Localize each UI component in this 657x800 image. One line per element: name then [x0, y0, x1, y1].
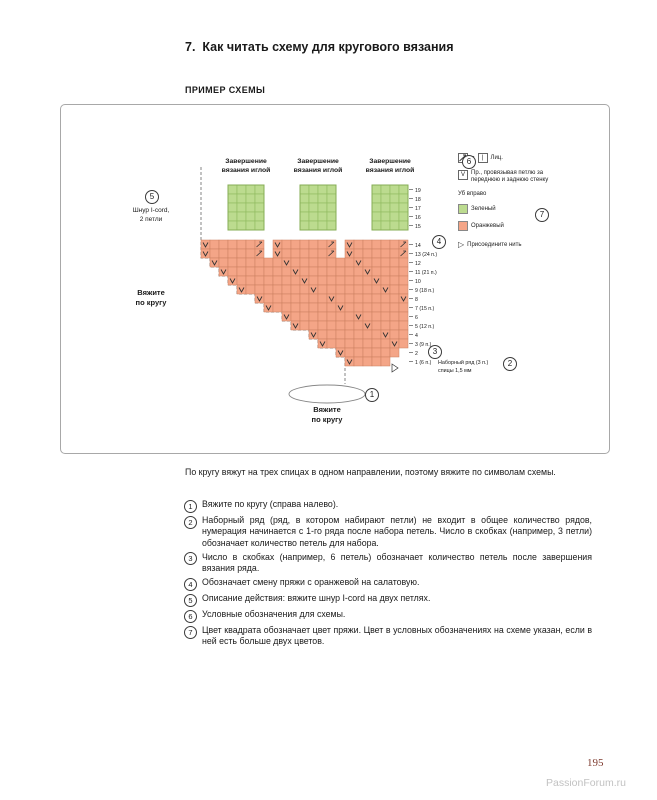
legend-green-label: Зеленый [471, 205, 496, 212]
marker-3: 3 [428, 345, 442, 359]
svg-text:спицы 1,5 мм: спицы 1,5 мм [438, 368, 472, 374]
svg-text:4: 4 [415, 333, 418, 339]
note-text: Число в скобках (например, 6 петель) обо… [202, 551, 592, 574]
green-color-swatch [458, 203, 468, 214]
note-item: 2 Наборный ряд (ряд, в котором набирают п… [184, 515, 592, 549]
svg-text:8: 8 [415, 297, 418, 303]
svg-text:18: 18 [415, 197, 421, 203]
legend-decrease-label: Уб вправо [458, 190, 487, 197]
note-number: 1 [184, 499, 197, 513]
legend-decrease-row: Уб вправо [458, 154, 606, 197]
svg-text:6: 6 [415, 315, 418, 321]
svg-text:вязания иглой: вязания иглой [294, 166, 343, 174]
increase-symbol-icon: V [458, 170, 468, 180]
knit-bar-icon: | [477, 153, 488, 163]
svg-text:13 (24 п.): 13 (24 п.) [415, 252, 437, 258]
marker-4: 4 [432, 235, 446, 249]
page-title: 7. Как читать схему для кругового вязани… [185, 40, 454, 54]
note-item: 1 Вяжите по кругу (справа налево). [184, 499, 592, 513]
watermark: PassionForum.ru [546, 777, 626, 789]
svg-text:5 (12 п.): 5 (12 п.) [415, 324, 435, 330]
marker-2: 2 [503, 357, 517, 371]
note-item: 3 Число в скобках (например, 6 петель) об… [184, 552, 592, 575]
legend-increase-row: V Пр., провязывая петлю за переднюю и за… [458, 170, 606, 184]
svg-text:Наборный ряд (3 п.): Наборный ряд (3 п.) [438, 359, 489, 366]
svg-text:12: 12 [415, 261, 421, 267]
svg-text:17: 17 [415, 206, 421, 212]
join-yarn-icon: ▷ [458, 239, 465, 249]
orange-color-swatch [458, 220, 468, 231]
note-text: Наборный ряд (ряд, в котором набирают пе… [202, 515, 592, 548]
svg-text:вязания иглой: вязания иглой [366, 166, 415, 174]
note-text: Обозначает смену пряжи с оранжевой на са… [202, 577, 420, 588]
legend-knit-label: Лиц. [490, 155, 503, 161]
svg-text:15: 15 [415, 224, 421, 230]
svg-text:Завершение: Завершение [225, 158, 267, 165]
svg-text:9 (18 п.): 9 (18 п.) [415, 288, 435, 294]
notes-list: 1 Вяжите по кругу (справа налево). 2 Набор… [184, 499, 592, 650]
note-number: 4 [184, 577, 197, 591]
note-number: 5 [184, 593, 197, 607]
legend-join-row: ▷ Присоедините нить [458, 239, 606, 249]
svg-text:16: 16 [415, 215, 421, 221]
svg-text:2: 2 [415, 351, 418, 357]
svg-text:по кругу: по кругу [312, 415, 344, 424]
svg-text:11 (21 п.): 11 (21 п.) [415, 270, 437, 276]
note-text: Вяжите по кругу (справа налево). [202, 499, 339, 509]
marker-7: 7 [535, 208, 549, 222]
svg-text:10: 10 [415, 279, 421, 285]
svg-text:Шнур I-cord,: Шнур I-cord, [133, 207, 170, 214]
note-number: 3 [184, 552, 197, 566]
legend-green-row: Зеленый [458, 203, 606, 214]
section-subtitle: ПРИМЕР СХЕМЫ [185, 85, 266, 95]
note-item: 4 Обозначает смену пряжи с оранжевой на с… [184, 577, 592, 591]
svg-text:14: 14 [415, 243, 421, 249]
svg-text:Завершение: Завершение [297, 158, 339, 165]
note-item: 5 Описание действия: вяжите шнур I-cord н… [184, 593, 592, 607]
note-number: 2 [184, 515, 197, 529]
svg-text:3 (9 п.): 3 (9 п.) [415, 342, 432, 348]
svg-text:7 (15 п.): 7 (15 п.) [415, 306, 435, 312]
legend-orange-label: Оранжевый [471, 222, 504, 229]
svg-text:Вяжите: Вяжите [137, 288, 165, 297]
legend-orange-row: Оранжевый [458, 220, 606, 231]
note-text: Описание действия: вяжите шнур I-cord на… [202, 593, 431, 604]
chart-legend: = | Лиц. V Пр., провязывая петлю за пере… [458, 153, 606, 256]
note-item: 7 Цвет квадрата обозначает цвет пряжи. Цв… [184, 625, 592, 648]
svg-text:вязания иглой: вязания иглой [222, 166, 271, 174]
note-number: 7 [184, 625, 197, 639]
svg-text:19: 19 [415, 188, 421, 194]
svg-text:по кругу: по кругу [136, 298, 168, 307]
legend-increase-label: Пр., провязывая петлю за переднюю и задн… [471, 170, 549, 183]
marker-5: 5 [145, 190, 159, 204]
note-item: 6 Условные обозначения для схемы. [184, 609, 592, 623]
intro-paragraph: По кругу вяжут на трех спицах в одном на… [185, 467, 556, 477]
note-text: Цвет квадрата обозначает цвет пряжи. Цве… [202, 625, 592, 647]
legend-knit-row: = | Лиц. [458, 153, 606, 163]
svg-text:2 петли: 2 петли [140, 216, 163, 223]
page-number: 195 [587, 757, 604, 769]
marker-6: 6 [462, 155, 476, 169]
note-text: Условные обозначения для схемы. [202, 609, 346, 620]
marker-1: 1 [365, 388, 379, 402]
svg-text:1 (6 п.): 1 (6 п.) [415, 360, 432, 366]
svg-text:Вяжите: Вяжите [313, 405, 341, 414]
note-number: 6 [184, 609, 197, 623]
legend-join-label: Присоедините нить [467, 241, 522, 248]
svg-text:Завершение: Завершение [369, 158, 411, 165]
